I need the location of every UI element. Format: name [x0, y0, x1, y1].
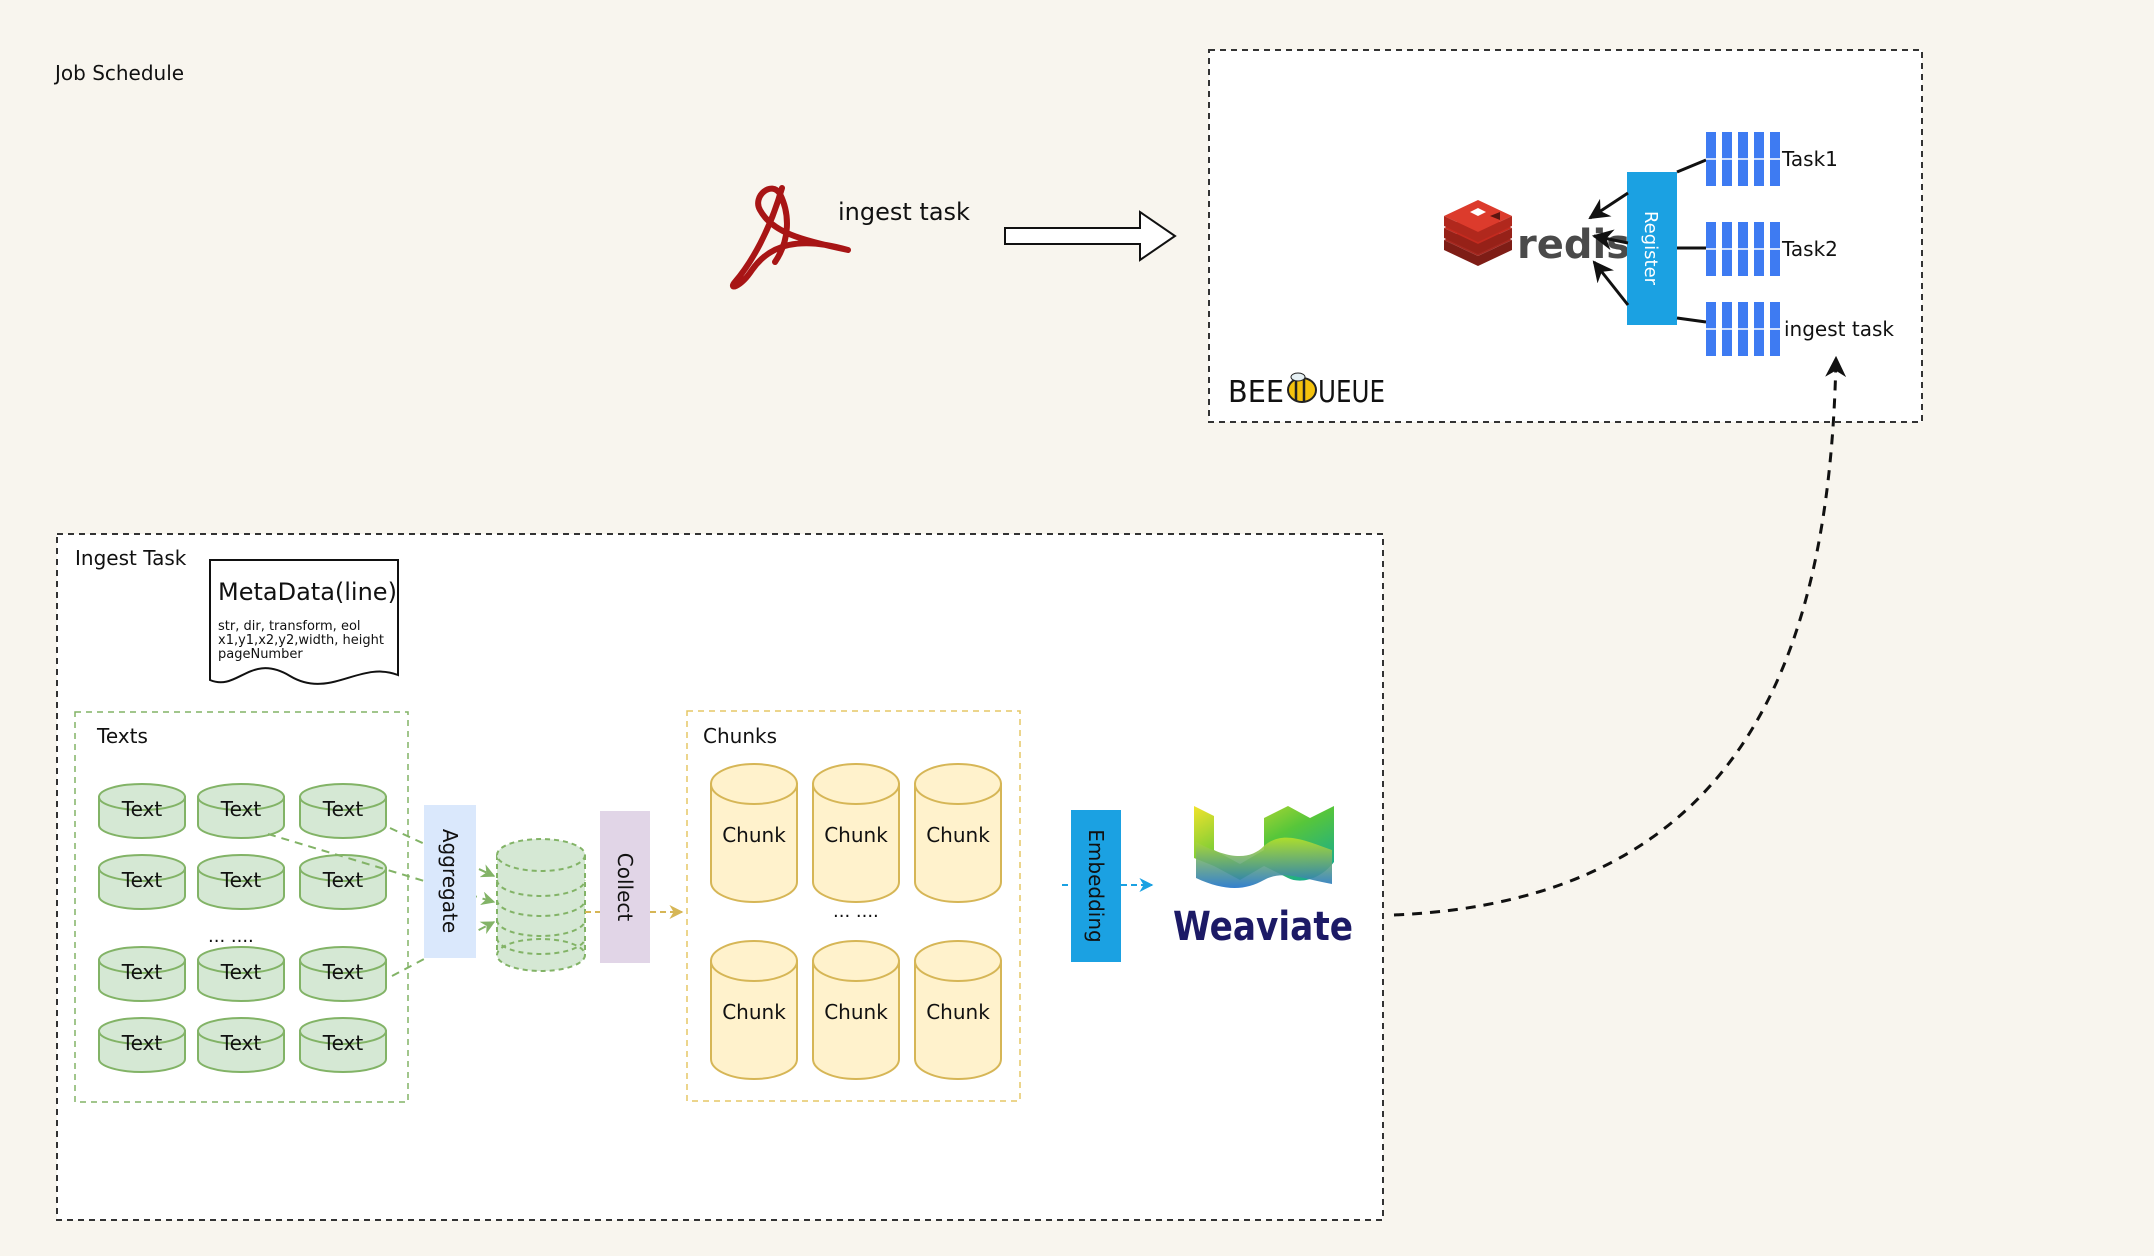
text-cylinder-9: Text — [299, 946, 387, 1002]
chunk-cylinder-3-label: Chunk — [926, 823, 990, 847]
chunk-cylinder-5: Chunk — [812, 940, 900, 1080]
weaviate-icon — [1194, 806, 1334, 888]
task-queue-1 — [1706, 132, 1780, 186]
text-cylinder-2: Text — [197, 783, 285, 839]
task-label-2: Task2 — [1781, 237, 1838, 261]
chunk-cylinder-4-label: Chunk — [722, 1000, 786, 1024]
pdf-icon — [730, 185, 851, 290]
chunk-cylinder-3: Chunk — [914, 763, 1002, 903]
register-arrow-1 — [1588, 191, 1629, 220]
text-cylinder-3-label: Text — [322, 797, 364, 821]
text-cylinder-12: Text — [299, 1017, 387, 1073]
chunk-cylinder-1-label: Chunk — [722, 823, 786, 847]
chunk-cylinder-6-label: Chunk — [926, 1000, 990, 1024]
text-cylinder-5-label: Text — [220, 868, 262, 892]
job-schedule-title: Job Schedule — [53, 61, 184, 85]
text-cylinder-7-label: Text — [121, 960, 163, 984]
text-cylinder-7: Text — [98, 946, 186, 1002]
weaviate-to-queue-arrow — [1393, 355, 1847, 917]
register-label: Register — [1640, 211, 1661, 286]
ingest-task-label: ingest task — [838, 198, 970, 226]
chunk-cylinder-1: Chunk — [710, 763, 798, 903]
text-cylinder-4: Text — [98, 854, 186, 910]
text-cylinder-2-label: Text — [220, 797, 262, 821]
weaviate-wordmark: Weaviate — [1173, 904, 1353, 950]
texts-ellipsis: ... .... — [208, 926, 254, 947]
aggregate-bar — [424, 805, 476, 958]
text-cylinder-6-label: Text — [322, 868, 364, 892]
text-cylinder-11-label: Text — [220, 1031, 262, 1055]
task-connector-3 — [1676, 316, 1707, 324]
task-label-1: Task1 — [1781, 147, 1838, 171]
chunk-cylinder-2: Chunk — [812, 763, 900, 903]
text-cylinder-9-label: Text — [322, 960, 364, 984]
embedding-bar — [1071, 810, 1121, 962]
text-cylinder-4-label: Text — [121, 868, 163, 892]
texts-title: Texts — [96, 724, 148, 748]
register-bar — [1627, 172, 1677, 325]
text-cylinder-12-label: Text — [322, 1031, 364, 1055]
text-cylinder-10: Text — [98, 1017, 186, 1073]
text-cylinder-8: Text — [197, 946, 285, 1002]
task-queue-2 — [1706, 222, 1780, 276]
text-cylinder-10-label: Text — [121, 1031, 163, 1055]
bee-queue-logo-left: BEE — [1228, 375, 1284, 410]
metadata-document — [209, 559, 399, 685]
metadata-line-1: str, dir, transform, eol — [218, 619, 361, 634]
chunk-cylinder-6: Chunk — [914, 940, 1002, 1080]
embedding-label: Embedding — [1084, 829, 1108, 942]
redis-icon — [1444, 200, 1512, 266]
chunks-title: Chunks — [703, 724, 777, 748]
aggregated-database-icon — [496, 838, 586, 972]
collect-bar — [600, 811, 650, 963]
text-cylinder-11: Text — [197, 1017, 285, 1073]
redis-wordmark: redis — [1517, 222, 1630, 268]
chunks-ellipsis: ... .... — [833, 901, 879, 922]
task-connector-1 — [1676, 158, 1707, 174]
text-cylinder-5: Text — [197, 854, 285, 910]
hollow-arrow — [1004, 210, 1177, 262]
register-arrow-3 — [1592, 260, 1630, 306]
metadata-line-3: pageNumber — [218, 647, 303, 662]
register-arrow-2 — [1591, 229, 1629, 251]
bee-icon — [1287, 372, 1317, 403]
chunk-cylinder-2-label: Chunk — [824, 823, 888, 847]
chunk-cylinder-5-label: Chunk — [824, 1000, 888, 1024]
task-label-3: ingest task — [1784, 317, 1894, 341]
task-queue-3 — [1706, 302, 1780, 356]
metadata-line-2: x1,y1,x2,y2,width, height — [218, 633, 384, 648]
text-cylinder-3: Text — [299, 783, 387, 839]
text-cylinder-8-label: Text — [220, 960, 262, 984]
bee-queue-logo-right: UEUE — [1318, 375, 1385, 410]
collect-label: Collect — [613, 853, 637, 922]
text-cylinder-1-label: Text — [121, 797, 163, 821]
text-cylinder-1: Text — [98, 783, 186, 839]
metadata-title: MetaData(line) — [218, 578, 397, 606]
ingest-task-title: Ingest Task — [75, 546, 187, 570]
aggregate-label: Aggregate — [438, 829, 462, 933]
chunk-cylinder-4: Chunk — [710, 940, 798, 1080]
text-cylinder-6: Text — [299, 854, 387, 910]
bee-queue-group — [1208, 49, 1923, 423]
